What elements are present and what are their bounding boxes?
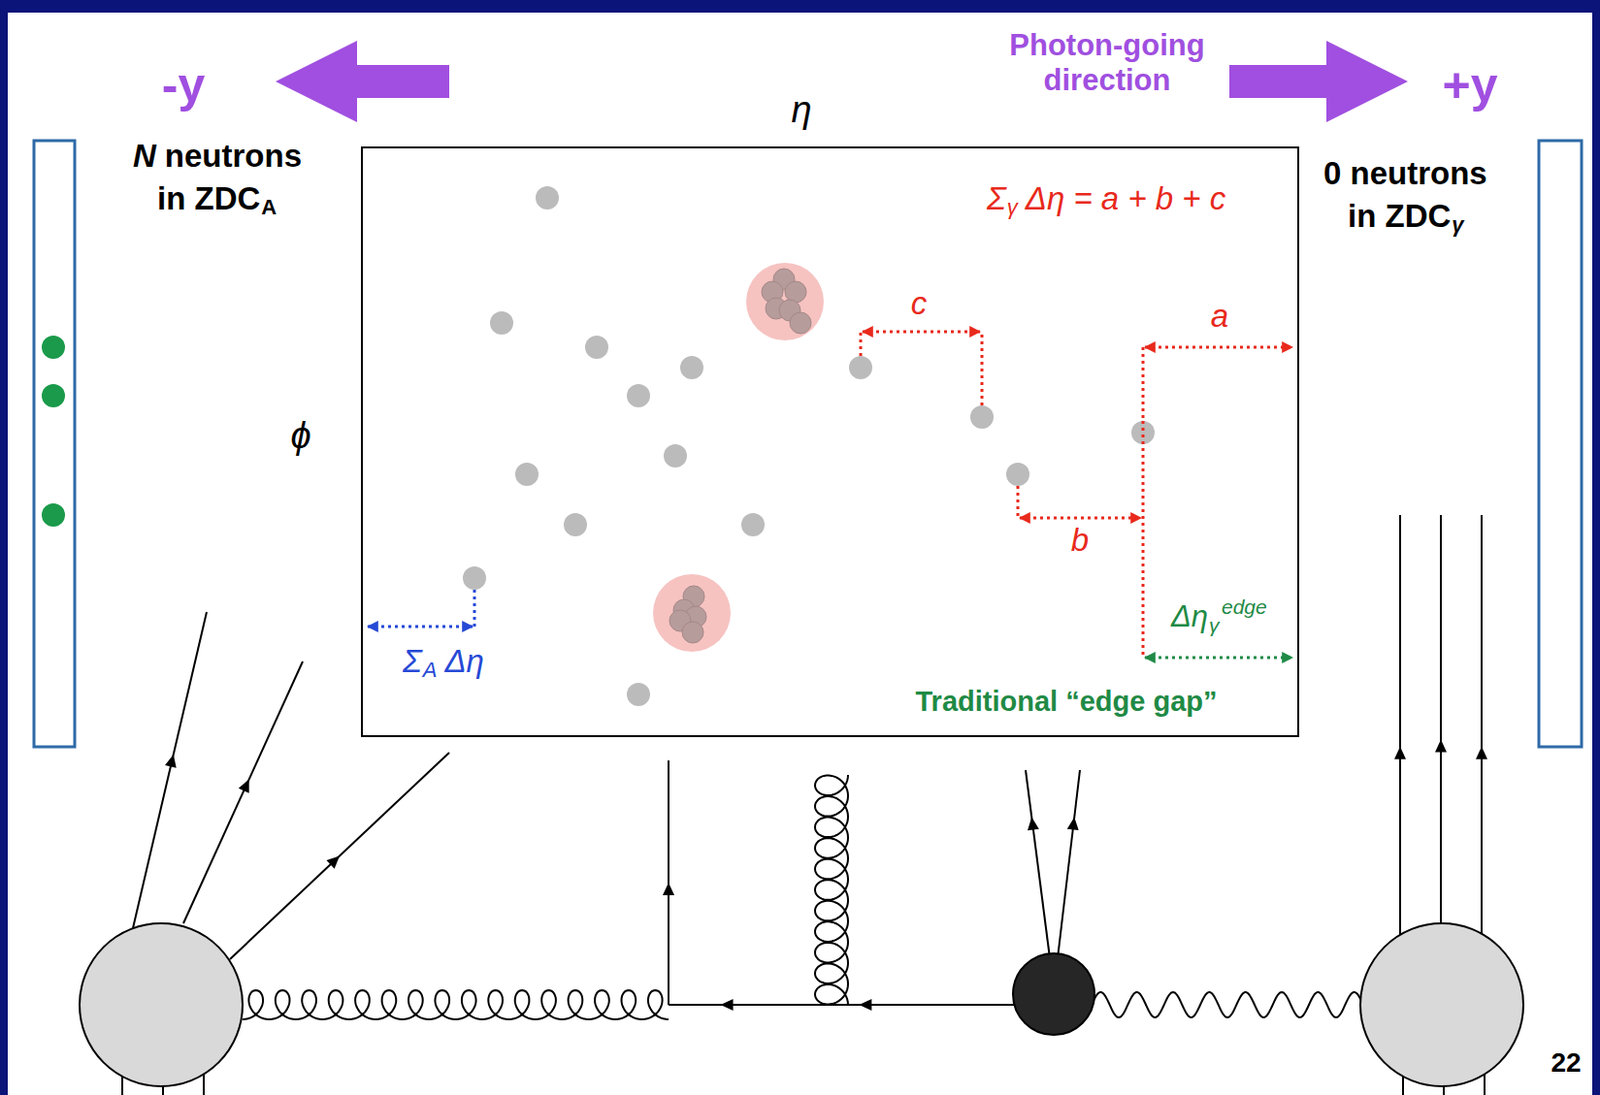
drawing-part <box>1019 517 1142 521</box>
drawing-part <box>1012 953 1095 1036</box>
arrowhead <box>1027 817 1040 832</box>
drawing-part <box>859 331 863 357</box>
edge-gap-label: Δη <box>1171 599 1209 635</box>
arrowhead <box>1435 740 1447 753</box>
subscript: A <box>261 195 277 220</box>
drawing-part <box>462 566 487 590</box>
arrowhead <box>662 882 675 896</box>
direction-arrow <box>275 40 450 123</box>
arrowhead <box>720 999 734 1012</box>
drawing-part <box>535 186 559 210</box>
drawing-part <box>132 612 207 929</box>
drawing-part <box>1016 486 1020 519</box>
detector-label: neutrons <box>164 137 302 175</box>
drawing-part <box>1360 923 1524 1087</box>
page-number: 22 <box>1550 1047 1581 1079</box>
drawing-part <box>741 513 765 537</box>
arrowhead <box>238 780 250 794</box>
direction-label: Photon-going direction <box>990 28 1224 98</box>
drawing-part <box>1144 656 1293 660</box>
zdc-detector <box>33 140 75 748</box>
detector-label: N <box>132 137 157 175</box>
drawing-part <box>669 268 812 644</box>
drawing-part <box>41 503 66 527</box>
axis-label: +y <box>1441 58 1498 115</box>
photon-wave <box>1091 992 1364 1018</box>
drawing-part <box>663 444 687 468</box>
drawing-part <box>367 625 473 629</box>
drawing-part <box>746 262 824 341</box>
gap-sum-label: Δη = a + b + c <box>1025 180 1227 218</box>
gap-letter: c <box>911 285 928 323</box>
arrowhead <box>858 999 872 1012</box>
drawing-part <box>1025 770 1050 959</box>
drawing-part <box>970 405 994 429</box>
axis-label: η <box>790 89 812 132</box>
arrowhead <box>326 856 340 870</box>
drawing-part <box>79 923 243 1087</box>
drawing-part <box>183 661 303 924</box>
subscript: A <box>423 657 438 683</box>
drawing-part <box>1131 421 1155 445</box>
feynman-diagram <box>79 515 1524 1095</box>
drawing-part <box>1142 421 1145 658</box>
drawing-part <box>1142 347 1145 422</box>
jet-clusters <box>653 262 824 653</box>
gap-sum-label: Σ <box>986 180 1007 218</box>
arrowhead <box>164 754 177 769</box>
subscript: γ <box>1451 212 1464 237</box>
arrowhead <box>1475 747 1488 760</box>
drawing-part <box>789 312 812 334</box>
gap-sum-label: Σ <box>402 643 423 681</box>
drawing-part <box>473 589 477 627</box>
drawing-part <box>1399 515 1402 937</box>
drawing-part <box>1480 515 1483 937</box>
gap-brackets <box>367 331 1293 658</box>
drawing-part <box>680 356 704 380</box>
eta-phi-plane <box>361 147 1299 737</box>
gap-letter: b <box>1071 522 1089 559</box>
gluon-coil <box>242 990 669 1020</box>
drawing-part <box>1057 770 1080 959</box>
gap-letter: a <box>1210 297 1229 335</box>
drawing-part <box>862 330 980 334</box>
drawing-part <box>515 462 539 487</box>
slide-ground <box>7 12 1593 1095</box>
particle-dots <box>462 186 1155 707</box>
drawing-part <box>626 384 651 408</box>
drawing-part <box>563 513 588 537</box>
axis-label: -y <box>162 58 205 115</box>
drawing-part <box>1006 462 1030 487</box>
drawing-part <box>41 335 66 360</box>
gap-sum-label: Δη <box>444 643 484 681</box>
drawing-part <box>848 356 873 380</box>
drawing-part <box>1439 515 1442 924</box>
drawing-part <box>682 621 704 644</box>
subscript: γ <box>1007 195 1018 220</box>
edge-gap-caption: Traditional “edge gap” <box>915 685 1218 719</box>
neutron-dots <box>41 335 66 527</box>
detector-label: 0 neutrons <box>1323 155 1488 193</box>
zdc-detector <box>1538 140 1582 748</box>
drawing-part <box>41 384 66 408</box>
direction-arrow <box>1229 40 1408 123</box>
arrowhead <box>1067 817 1079 832</box>
drawing-part <box>489 311 514 335</box>
drawing-part <box>229 752 450 960</box>
drawing-part <box>1144 346 1293 350</box>
drawing-part <box>653 574 731 653</box>
arrowhead <box>1394 747 1406 760</box>
detector-label: in ZDC <box>1347 197 1451 235</box>
axis-label: ϕ <box>290 415 311 458</box>
gluon-coil <box>815 775 849 1006</box>
subscript: γ <box>1208 614 1220 638</box>
drawing-part <box>585 335 609 360</box>
superscript: edge <box>1221 595 1268 620</box>
detector-label: in ZDC <box>157 180 261 218</box>
drawing-part <box>980 331 984 406</box>
drawing-part <box>626 683 651 707</box>
